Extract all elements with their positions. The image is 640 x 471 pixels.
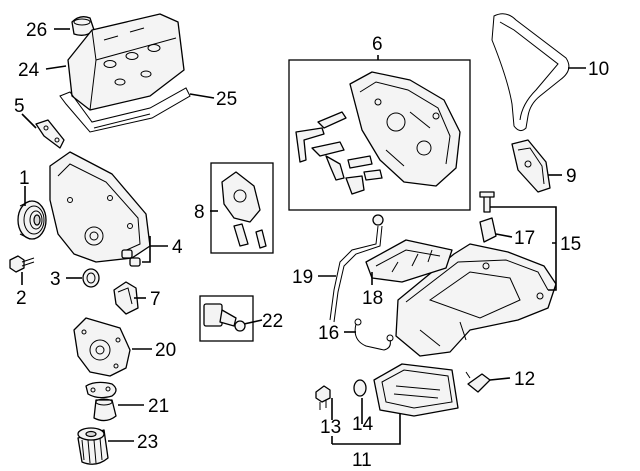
callout-23: 23 — [137, 432, 158, 453]
front-seal-part — [82, 268, 100, 288]
part-group-8-box — [210, 162, 274, 254]
chain-tensioner-part — [511, 139, 551, 193]
timing-cover-part — [49, 151, 151, 267]
valve-cover-part — [67, 13, 185, 111]
vvt-solenoid-part — [221, 171, 267, 249]
callout-8: 8 — [194, 202, 205, 223]
callout-14: 14 — [352, 414, 374, 435]
chain-guide-parts — [295, 111, 383, 195]
callout-2: 2 — [16, 288, 27, 309]
callout-7: 7 — [150, 289, 161, 310]
valve-cover-gasket-part — [59, 87, 191, 133]
cover-piece-part — [113, 281, 139, 315]
callout-3: 3 — [50, 269, 61, 290]
oil-pan-upper-part — [395, 243, 557, 357]
dipstick-tube-part — [329, 214, 384, 323]
callout-13: 13 — [320, 417, 341, 438]
callout-1: 1 — [19, 168, 30, 189]
leader-lines — [21, 28, 586, 445]
part-group-22-box — [199, 295, 254, 342]
timing-chain-case-part — [349, 71, 461, 187]
callout-9: 9 — [566, 166, 577, 187]
bracket-part — [35, 119, 65, 149]
crank-bolt-part — [9, 255, 35, 273]
oil-filter-adapter-part — [85, 381, 117, 422]
callout-12: 12 — [514, 369, 535, 390]
callout-numbers: 26 24 25 5 1 2 3 4 7 20 21 23 8 22 6 10 … — [14, 20, 609, 471]
callout-17: 17 — [514, 228, 535, 249]
callout-18: 18 — [362, 288, 383, 309]
timing-chain-part — [491, 13, 570, 132]
crankshaft-pulley-part — [17, 200, 47, 240]
callout-21: 21 — [148, 396, 169, 417]
callout-5: 5 — [14, 96, 25, 117]
oil-level-sensor-part — [465, 371, 491, 393]
oil-pump-part — [73, 317, 131, 377]
drain-bolt-part — [315, 385, 331, 410]
callout-16: 16 — [318, 323, 339, 344]
callout-15: 15 — [560, 234, 581, 255]
callout-11: 11 — [352, 450, 372, 471]
drain-washer-part — [353, 379, 367, 397]
callout-4: 4 — [172, 237, 183, 258]
callout-19: 19 — [292, 267, 313, 288]
callout-22: 22 — [262, 311, 283, 332]
callout-6: 6 — [372, 34, 383, 55]
callout-25: 25 — [216, 89, 237, 110]
callout-10: 10 — [588, 59, 609, 80]
callout-20: 20 — [155, 340, 176, 361]
oil-pan-lower-part — [373, 363, 459, 417]
callout-26: 26 — [26, 20, 47, 41]
oil-pan-gasket-part — [354, 318, 394, 351]
callout-24: 24 — [18, 60, 40, 81]
sensor-part — [203, 303, 246, 332]
part-group-6-box — [288, 59, 471, 211]
pcv-valve-part — [479, 191, 497, 243]
oil-filter-part — [77, 427, 109, 465]
